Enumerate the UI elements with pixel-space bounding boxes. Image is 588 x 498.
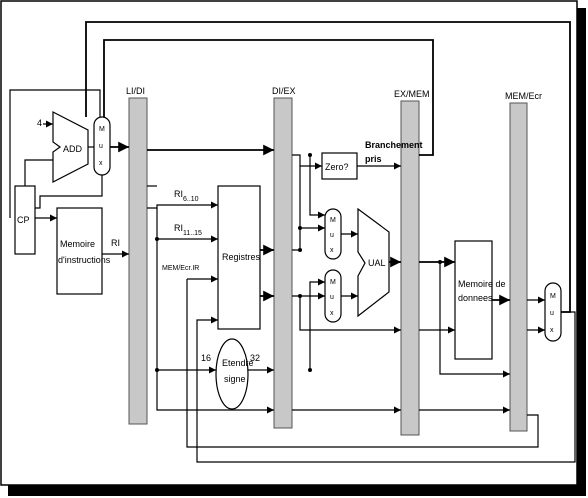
- writeback-mux-label-m: M: [550, 293, 556, 300]
- zero-test-label: Zero?: [325, 162, 349, 172]
- bits-32-label: 32: [250, 353, 260, 363]
- cp-label: CP: [17, 215, 30, 225]
- zero-test-unit: [321, 152, 358, 180]
- pc-mux-label-x: x: [99, 160, 103, 167]
- add-input-4: 4: [37, 118, 42, 128]
- data-memory-label-1: Memoire de: [458, 279, 506, 289]
- branch-taken-label-2: pris: [365, 154, 382, 164]
- pipeline-register-label-memecr: MEM/Ecr: [505, 91, 542, 101]
- branch-taken-label-1: Branchement: [365, 140, 423, 150]
- pipeline-register-label-lidi: LI/DI: [126, 86, 145, 96]
- bits-16-label: 16: [201, 353, 211, 363]
- mem-ecr-ir-label: MEM/Ecr.IR: [162, 265, 199, 272]
- pipeline-register-lidi: [128, 97, 148, 425]
- sign-extend-label-1: Etendre: [222, 358, 254, 368]
- alu-mux-bottom-label-u: u: [330, 294, 334, 301]
- pc-mux-label-m: M: [99, 126, 105, 133]
- sign-extend-unit: [215, 338, 249, 410]
- ri-6-10-sub: 6..10: [183, 196, 199, 203]
- pipeline-register-memecr: [509, 102, 528, 432]
- register-file-label: Registres: [222, 252, 261, 262]
- alu-label: UAL: [368, 258, 386, 268]
- instruction-memory-label-1: Memoire: [60, 239, 95, 249]
- alu-mux-bottom-label-x: x: [330, 310, 334, 317]
- ri-11-15-sub: 11..15: [183, 230, 202, 237]
- pipeline-register-label-exmem: EX/MEM: [394, 89, 430, 99]
- register-file: [217, 185, 261, 330]
- alu-mux-top-label-m: M: [330, 217, 336, 224]
- pipeline-register-diex: [273, 97, 293, 429]
- sign-extend-label-2: signe: [224, 374, 246, 384]
- instruction-memory-label-2: d'instructions: [58, 255, 111, 265]
- ri-label: RI: [111, 238, 120, 248]
- alu-mux-top-label-u: u: [330, 232, 334, 239]
- instruction-memory: [56, 207, 103, 295]
- add-label: ADD: [63, 144, 83, 154]
- ri-11-15-label: RI: [174, 223, 183, 233]
- ri-6-10-label: RI: [174, 189, 183, 199]
- add-adder: [52, 111, 89, 183]
- writeback-mux-label-u: u: [550, 310, 554, 317]
- pipeline-register-exmem: [400, 100, 420, 436]
- alu-mux-bottom-label-m: M: [330, 279, 336, 286]
- pipeline-register-label-diex: DI/EX: [272, 86, 296, 96]
- data-memory-label-2: donnees: [458, 293, 493, 303]
- writeback-mux-label-x: x: [550, 327, 554, 334]
- alu-mux-top-label-x: x: [330, 247, 334, 254]
- pc-mux-label-u: u: [99, 143, 103, 150]
- datapath-wires: [9, 21, 576, 463]
